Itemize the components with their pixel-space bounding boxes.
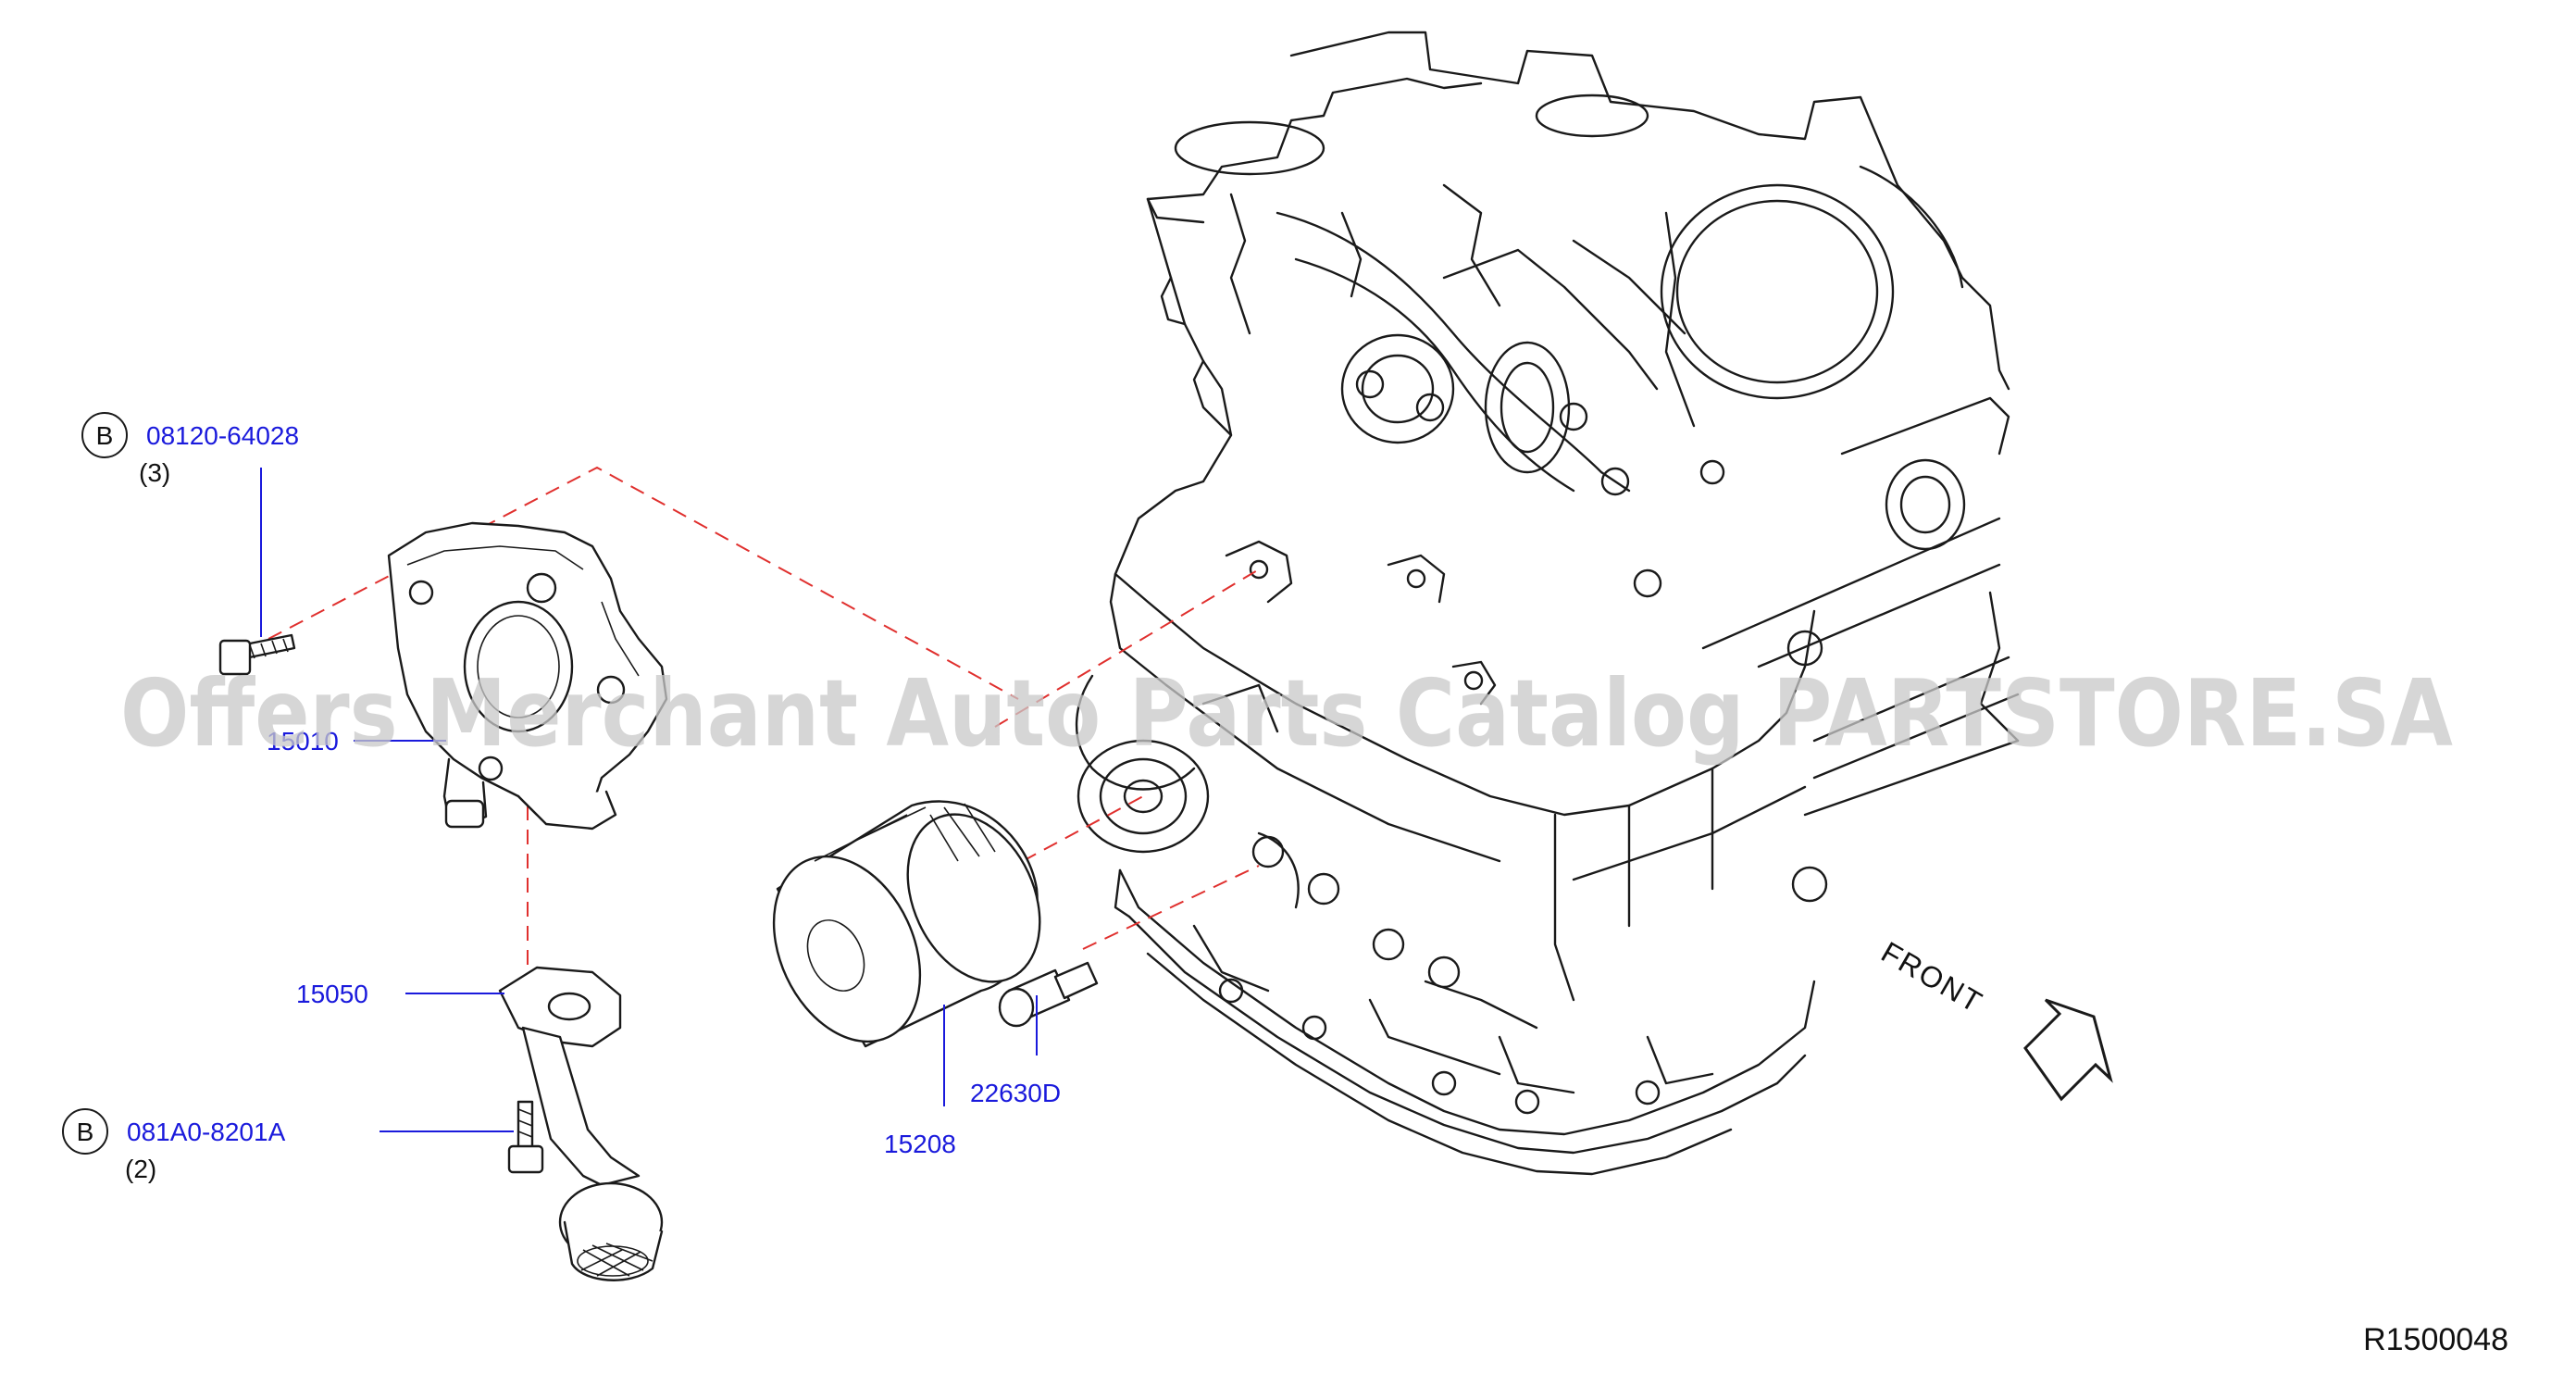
oil-filter-illustration bbox=[772, 800, 1041, 1048]
part-number-bolt-lower[interactable]: 081A0-8201A bbox=[127, 1118, 286, 1146]
diagram-id: R1500048 bbox=[2363, 1322, 2508, 1357]
engine-block-illustration bbox=[1075, 31, 2020, 1176]
front-direction-indicator: FRONT bbox=[1876, 935, 2113, 1102]
callout-marker-letter: B bbox=[96, 421, 114, 450]
part-number-bolt-upper[interactable]: 08120-64028 bbox=[146, 421, 299, 450]
callout-bolt-lower: B 081A0-8201A (2) bbox=[62, 1108, 286, 1183]
quantity-bolt-upper: (3) bbox=[139, 458, 170, 487]
bolt-lower-illustration bbox=[507, 1100, 544, 1174]
part-number-oil-pump[interactable]: 15010 bbox=[267, 727, 339, 756]
callout-bolt-upper: B 08120-64028 (3) bbox=[81, 412, 299, 487]
part-number-pressure-switch[interactable]: 22630D bbox=[970, 1079, 1061, 1107]
callout-marker-circle bbox=[62, 1108, 108, 1155]
part-number-oil-filter[interactable]: 15208 bbox=[884, 1130, 956, 1158]
quantity-bolt-lower: (2) bbox=[125, 1155, 156, 1183]
callout-marker-circle bbox=[81, 412, 128, 458]
part-number-strainer[interactable]: 15050 bbox=[296, 980, 368, 1008]
front-label: FRONT bbox=[1876, 935, 1989, 1019]
leader-lines bbox=[260, 468, 1038, 1132]
callout-marker-letter: B bbox=[77, 1118, 94, 1146]
assembly-dash-lines bbox=[268, 466, 1260, 995]
oil-pump-illustration bbox=[387, 521, 668, 831]
front-arrow-icon bbox=[2023, 998, 2113, 1102]
oil-pressure-switch-illustration bbox=[998, 961, 1099, 1028]
bolt-upper-illustration bbox=[218, 633, 296, 676]
oil-strainer-illustration bbox=[498, 966, 664, 1281]
watermark-text: Offers Merchant Auto Parts Catalog PARTS… bbox=[120, 659, 2453, 768]
